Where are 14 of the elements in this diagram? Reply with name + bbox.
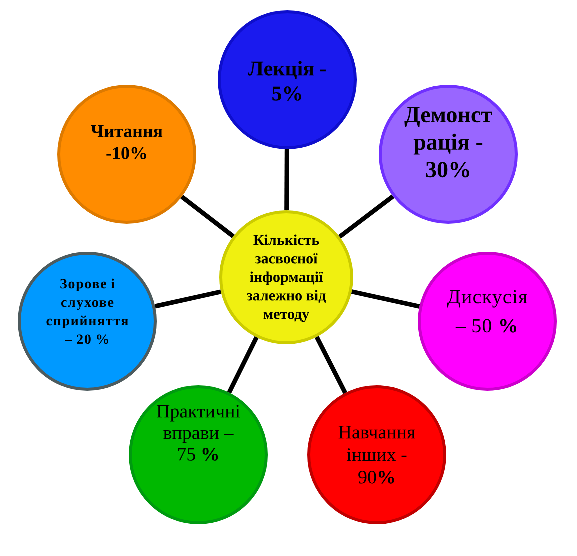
circle-node: Читання -10%	[58, 85, 196, 224]
connector-line	[227, 336, 259, 394]
connector-line	[154, 290, 222, 309]
connector-line	[314, 336, 348, 394]
connector-line	[284, 149, 290, 210]
circle-node: Демонст рація - 30%	[379, 85, 518, 224]
circle-node: Практичні вправи – 75 %	[129, 386, 268, 524]
connector-line	[351, 290, 420, 309]
circle-node: Навчання інших - 90%	[308, 386, 446, 524]
connector-line	[338, 194, 395, 239]
connector-line	[180, 195, 235, 238]
circle-node: Дискусія – 50 %	[418, 252, 557, 391]
circle-node: Зорове і слухове сприйняття – 20 %	[18, 252, 157, 391]
circle-node: Лекція - 5%	[218, 10, 357, 150]
